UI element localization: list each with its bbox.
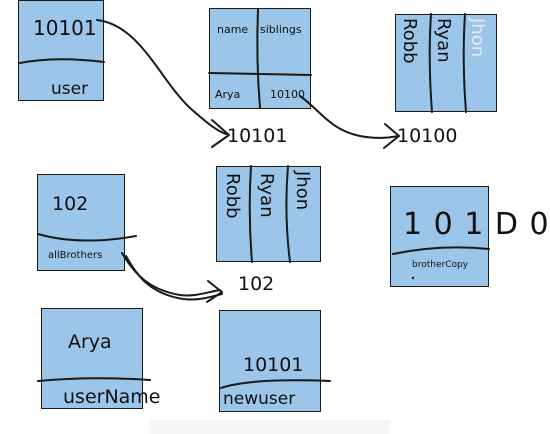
user-value: 10101 [33, 16, 97, 40]
table-header-siblings: siblings [260, 23, 302, 36]
brother-copy-label: brotherCopy [412, 260, 469, 270]
siblings-array-address: 10100 [397, 125, 458, 147]
new-user-box: 10101 newuser [219, 310, 321, 412]
array-item-ryan: Ryan [256, 173, 277, 218]
user-label: user [51, 79, 89, 99]
user-name-label: userName [63, 386, 161, 408]
brothers-array-box: Robb Ryan Jhon [216, 166, 321, 262]
all-brothers-label: allBrothers [48, 250, 103, 261]
bottom-strip [150, 420, 390, 434]
array-item-robb: Robb [399, 18, 420, 64]
arrow-all-brothers-to-array [121, 252, 221, 297]
sibling-table-box: name siblings Arya 10100 [209, 8, 311, 109]
table-header-name: name [217, 23, 249, 36]
table-cell-name: Arya [215, 88, 241, 101]
array-item-robb: Robb [222, 173, 243, 219]
array-item-ryan: Ryan [433, 18, 454, 63]
siblings-array-box: Robb Ryan Jhon [395, 14, 497, 112]
arrowhead-all-brothers [206, 280, 223, 303]
all-brothers-box: 102 allBrothers [37, 174, 125, 271]
arrow-table-to-array [299, 95, 400, 139]
arrow-user-to-table [96, 19, 227, 135]
user-name-value: Arya [68, 331, 112, 353]
sibling-table-address: 10101 [227, 125, 288, 147]
all-brothers-value: 102 [52, 193, 89, 215]
brother-copy-box: brotherCopy [390, 186, 489, 287]
new-user-value: 10101 [243, 354, 304, 376]
brother-copy-value: 1 0 1 D 0 [403, 207, 550, 242]
array-item-jhon: Jhon [467, 18, 488, 58]
table-cell-siblings: 10100 [270, 88, 305, 101]
user-box: 10101 user [18, 0, 104, 101]
array-item-jhon: Jhon [292, 171, 313, 211]
new-user-label: newuser [223, 389, 296, 409]
user-name-box: Arya [41, 308, 143, 409]
arrow-all-brothers-to-array-double [125, 255, 223, 301]
brothers-array-address: 102 [238, 273, 275, 295]
